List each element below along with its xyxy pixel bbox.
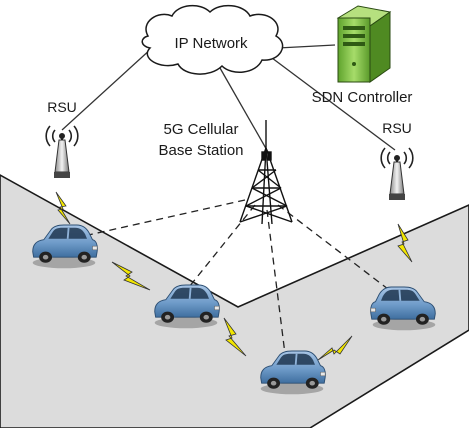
base-station-label-line1: 5G Cellular: [163, 121, 238, 138]
radio-links: [74, 199, 406, 355]
lightning-icon: [223, 317, 247, 357]
rsu-left-label: RSU: [47, 99, 77, 115]
cloud-icon: [141, 4, 284, 75]
network-links: [61, 44, 396, 153]
server-icon: [336, 5, 392, 83]
road-surface: [0, 174, 469, 428]
base-station-label-line2: Base Station: [158, 142, 243, 159]
lightning-links: [55, 191, 413, 361]
sdn-controller-label: SDN Controller: [312, 89, 413, 106]
lightning-icon: [317, 335, 353, 361]
lightning-icon: [55, 191, 71, 225]
rsu-right-label: RSU: [382, 120, 412, 136]
rsu-right-antenna-icon: [380, 147, 414, 201]
lightning-icon: [111, 261, 151, 291]
rsu-left-antenna-icon: [45, 125, 79, 179]
lightning-icon: [397, 223, 413, 263]
tower-icon: [239, 120, 293, 225]
ip-network-label: IP Network: [174, 35, 248, 52]
